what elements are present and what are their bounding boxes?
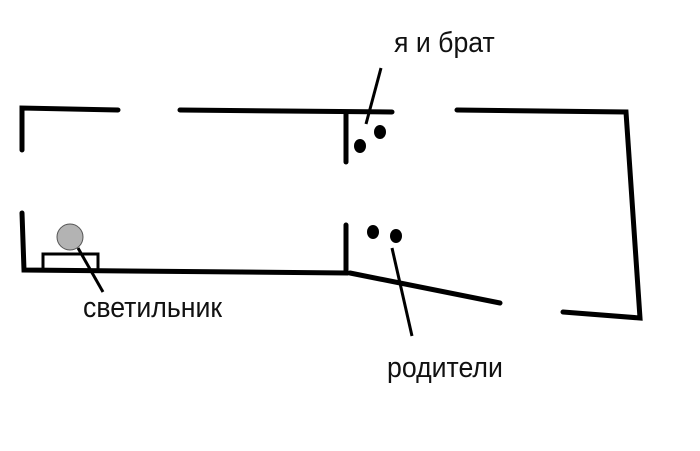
wall-right bbox=[454, 107, 643, 321]
parents-leader-line bbox=[390, 247, 414, 337]
lamp-icon bbox=[56, 223, 84, 251]
label-me-and-brother: я и брат bbox=[394, 27, 495, 59]
bed bbox=[41, 252, 100, 272]
brother-leader-line bbox=[364, 67, 383, 125]
person-dot-parent-2 bbox=[390, 229, 402, 243]
wall-left-lower bbox=[19, 210, 349, 276]
label-parents: родители bbox=[387, 352, 503, 384]
person-dot-brother bbox=[374, 125, 386, 139]
person-dot-me bbox=[354, 139, 366, 153]
lamp-leader-line bbox=[76, 247, 105, 293]
wall-top-left bbox=[19, 105, 121, 153]
wall-top-middle bbox=[177, 107, 395, 115]
person-dot-parent-1 bbox=[367, 225, 379, 239]
wall-slanted bbox=[347, 270, 503, 306]
label-lamp: светильник bbox=[83, 292, 223, 324]
